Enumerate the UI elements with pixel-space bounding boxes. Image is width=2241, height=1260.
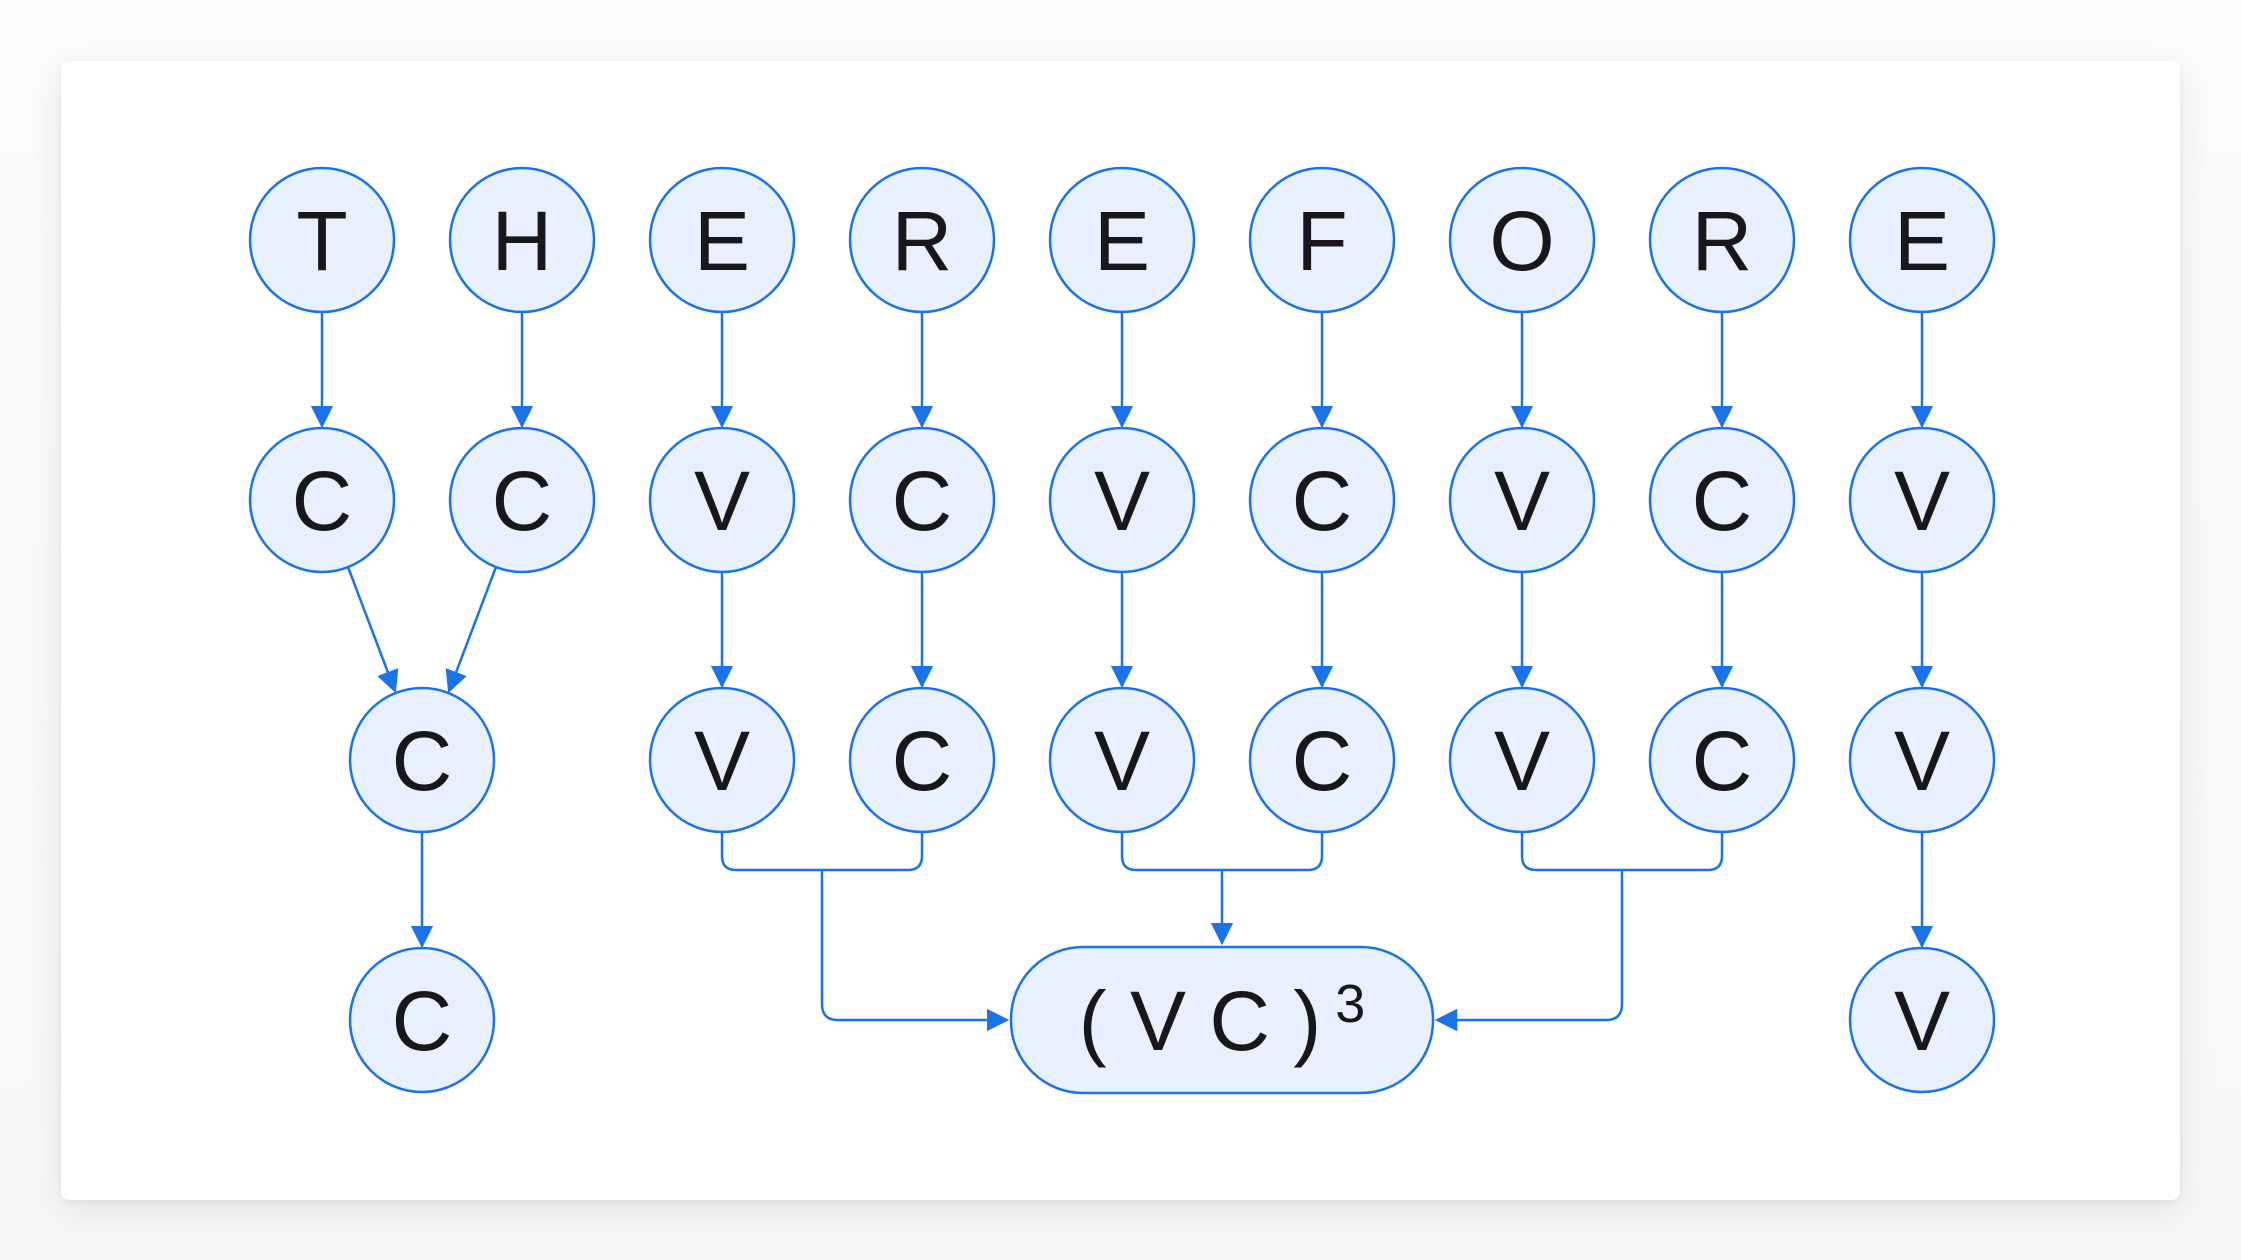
node-circle-merged-C xyxy=(348,686,496,834)
node-class-C4: C xyxy=(1248,426,1396,574)
node-circle-letter-R2 xyxy=(1648,166,1796,314)
node-group-V2: V xyxy=(1048,686,1196,834)
node-label-merged-C: C xyxy=(392,714,453,808)
node-label-class-C5: C xyxy=(1692,454,1753,548)
node-class-C2: C xyxy=(448,426,596,574)
node-label-class-C1: C xyxy=(292,454,353,548)
node-circle-letter-E3 xyxy=(1848,166,1996,314)
node-circle-group-C2 xyxy=(1248,686,1396,834)
node-circle-group-V3 xyxy=(1448,686,1596,834)
node-label-class-C2: C xyxy=(492,454,553,548)
node-final-V: V xyxy=(1848,946,1996,1094)
bracket-pair1 xyxy=(720,832,924,872)
node-label-group-V1: V xyxy=(694,714,750,808)
result-box-label: ( V C )3 xyxy=(1079,974,1366,1068)
node-circle-group-V4 xyxy=(1848,686,1996,834)
node-circle-letter-R1 xyxy=(848,166,996,314)
node-label-group-V2: V xyxy=(1094,714,1150,808)
node-letter-E2: E xyxy=(1048,166,1196,314)
node-label-letter-R2: R xyxy=(1692,194,1753,288)
bracket-pair2 xyxy=(1120,832,1324,872)
node-class-V2: V xyxy=(1048,426,1196,574)
edge-pair3-result xyxy=(1434,870,1624,1032)
node-circle-class-V2 xyxy=(1048,426,1196,574)
edge-C2-mergedC xyxy=(445,566,498,694)
node-letter-E3: E xyxy=(1848,166,1996,314)
node-label-class-C4: C xyxy=(1292,454,1353,548)
node-circle-letter-H xyxy=(448,166,596,314)
node-label-class-C3: C xyxy=(892,454,953,548)
node-class-C5: C xyxy=(1648,426,1796,574)
node-label-letter-O: O xyxy=(1489,194,1554,288)
node-circle-letter-E2 xyxy=(1048,166,1196,314)
node-label-letter-E1: E xyxy=(694,194,750,288)
node-label-class-V1: V xyxy=(694,454,750,548)
node-group-V3: V xyxy=(1448,686,1596,834)
node-group-C1: C xyxy=(848,686,996,834)
node-class-V1: V xyxy=(648,426,796,574)
edge-pair1-result xyxy=(820,870,1010,1032)
node-result-vc3: ( V C )3 xyxy=(1009,945,1435,1095)
node-group-C3: C xyxy=(1648,686,1796,834)
node-group-C2: C xyxy=(1248,686,1396,834)
result-box-superscript: 3 xyxy=(1335,974,1365,1034)
node-circle-group-V2 xyxy=(1048,686,1196,834)
node-circle-final-V xyxy=(1848,946,1996,1094)
node-circle-class-C5 xyxy=(1648,426,1796,574)
node-letter-R1: R xyxy=(848,166,996,314)
node-letter-T: T xyxy=(248,166,396,314)
node-letter-H: H xyxy=(448,166,596,314)
node-circle-class-C1 xyxy=(248,426,396,574)
node-circle-class-V3 xyxy=(1448,426,1596,574)
node-circle-class-V4 xyxy=(1848,426,1996,574)
node-merged-C: C xyxy=(348,686,496,834)
node-circle-letter-F xyxy=(1248,166,1396,314)
node-letter-R2: R xyxy=(1648,166,1796,314)
node-circle-class-C4 xyxy=(1248,426,1396,574)
node-class-C1: C xyxy=(248,426,396,574)
node-label-group-C3: C xyxy=(1692,714,1753,808)
node-final-C: C xyxy=(348,946,496,1094)
node-label-letter-T: T xyxy=(296,194,347,288)
node-circle-final-C xyxy=(348,946,496,1094)
node-circle-class-V1 xyxy=(648,426,796,574)
node-group-V4: V xyxy=(1848,686,1996,834)
node-circle-letter-T xyxy=(248,166,396,314)
node-circle-class-C3 xyxy=(848,426,996,574)
node-label-letter-E2: E xyxy=(1094,194,1150,288)
node-circle-letter-O xyxy=(1448,166,1596,314)
node-label-class-V4: V xyxy=(1894,454,1950,548)
node-label-group-C2: C xyxy=(1292,714,1353,808)
node-label-letter-E3: E xyxy=(1894,194,1950,288)
node-group-V1: V xyxy=(648,686,796,834)
node-circle-group-V1 xyxy=(648,686,796,834)
node-label-class-V3: V xyxy=(1494,454,1550,548)
node-label-letter-R1: R xyxy=(892,194,953,288)
node-label-group-C1: C xyxy=(892,714,953,808)
node-circle-group-C3 xyxy=(1648,686,1796,834)
node-class-C3: C xyxy=(848,426,996,574)
node-letter-O: O xyxy=(1448,166,1596,314)
node-label-group-V4: V xyxy=(1894,714,1950,808)
node-circle-group-C1 xyxy=(848,686,996,834)
node-class-V4: V xyxy=(1848,426,1996,574)
node-label-final-C: C xyxy=(392,974,453,1068)
node-class-V3: V xyxy=(1448,426,1596,574)
bracket-pair3 xyxy=(1520,832,1724,872)
node-label-group-V3: V xyxy=(1494,714,1550,808)
node-letter-E1: E xyxy=(648,166,796,314)
node-label-final-V: V xyxy=(1894,974,1950,1068)
node-circle-letter-E1 xyxy=(648,166,796,314)
node-label-class-V2: V xyxy=(1094,454,1150,548)
node-label-letter-H: H xyxy=(492,194,553,288)
node-circle-class-C2 xyxy=(448,426,596,574)
result-box-shape xyxy=(1009,945,1435,1095)
node-letter-F: F xyxy=(1248,166,1396,314)
node-label-letter-F: F xyxy=(1296,194,1347,288)
edge-C1-mergedC xyxy=(346,566,399,694)
